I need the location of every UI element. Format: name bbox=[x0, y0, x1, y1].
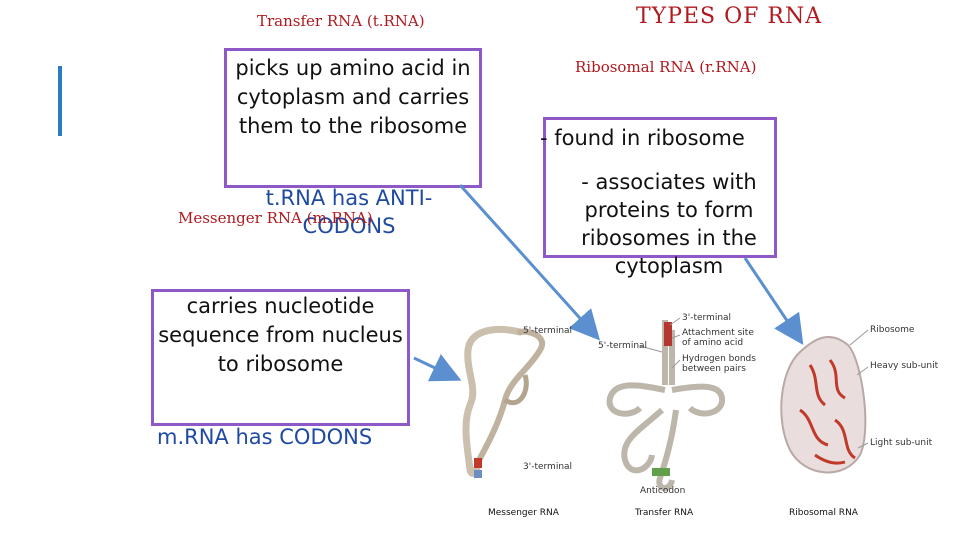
slide-title: TYPES OF RNA bbox=[636, 4, 823, 29]
trna-five-terminal-label: 5'-terminal bbox=[598, 341, 648, 351]
pointer-arrows bbox=[413, 183, 804, 382]
caption-ribosomal-rna: Ribosomal RNA bbox=[789, 508, 858, 518]
mrna-codon-note: m.RNA has CODONS bbox=[157, 425, 373, 449]
caption-messenger-rna: Messenger RNA bbox=[488, 508, 559, 518]
trna-hydrogen-bonds-label: Hydrogen bonds between pairs bbox=[682, 354, 756, 374]
rrna-box bbox=[543, 117, 777, 258]
trna-cloverleaf-drawing bbox=[606, 320, 725, 491]
mrna-heading: Messenger RNA (m.RNA) bbox=[178, 209, 373, 227]
trna-leader-lines bbox=[639, 317, 681, 369]
trna-attachment-label: Attachment site of amino acid bbox=[682, 328, 754, 348]
ribosome-drawing bbox=[780, 329, 869, 474]
mrna-three-terminal-label: 3'-terminal bbox=[523, 462, 573, 472]
mrna-five-terminal-label: 5'-terminal bbox=[523, 326, 573, 336]
trna-three-terminal-label: 3'-terminal bbox=[682, 313, 732, 323]
trna-description: picks up amino acid in cytoplasm and car… bbox=[235, 56, 471, 138]
trna-box bbox=[224, 48, 482, 188]
ribosome-label: Ribosome bbox=[870, 325, 915, 335]
heavy-subunit-label: Heavy sub-unit bbox=[870, 361, 939, 371]
trna-heading: Transfer RNA (t.RNA) bbox=[257, 12, 425, 30]
rrna-associates-text: - associates with proteins to form ribos… bbox=[581, 170, 757, 278]
light-subunit-label: Light sub-unit bbox=[870, 438, 933, 448]
trna-anticodon-label: Anticodon bbox=[640, 486, 686, 496]
caption-transfer-rna: Transfer RNA bbox=[635, 508, 694, 518]
trna-anticodon-note: t.RNA has ANTI-CODONS bbox=[265, 186, 433, 238]
rrna-heading: Ribosomal RNA (r.RNA) bbox=[575, 58, 757, 76]
mrna-description: carries nucleotide sequence from nucleus… bbox=[158, 294, 403, 376]
mrna-strand-drawing bbox=[462, 326, 545, 478]
accent-bar bbox=[58, 66, 62, 136]
rrna-found-text: - found in ribosome bbox=[540, 126, 745, 150]
mrna-box bbox=[151, 289, 410, 426]
